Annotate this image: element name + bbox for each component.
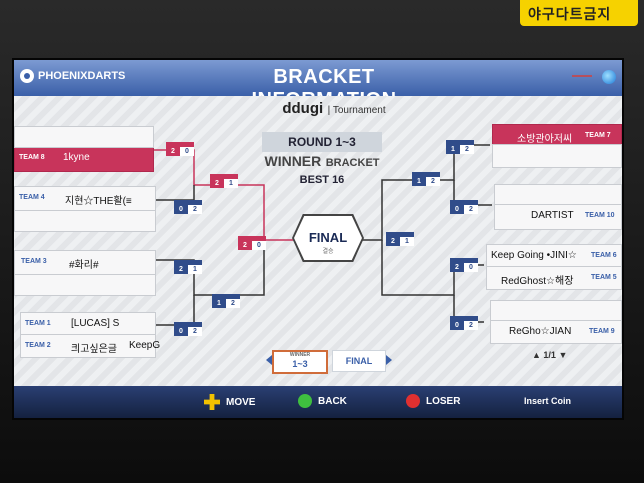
team-card-right-blank-2 (494, 184, 622, 206)
tab-next-icon[interactable] (386, 355, 392, 365)
warning-sticker: 야구다트금지 (520, 0, 638, 26)
team-id: TEAM 1 (25, 320, 51, 327)
tab-winner-1-3[interactable]: WINNER 1~3 (272, 350, 328, 374)
team-name: RedGhost☆해장 (501, 276, 574, 287)
sticker-text: 야구다트금지 (528, 6, 612, 22)
team-card-left-4[interactable]: TEAM 1 [LUCAS] S (20, 312, 156, 336)
team-name: 지현☆THE활(≡ (65, 196, 132, 207)
back-control[interactable]: BACK (298, 394, 347, 408)
loser-control[interactable]: LOSER (406, 394, 460, 408)
team-card-right-blank-1 (492, 144, 622, 168)
team-name: 킈고싶은글 (71, 344, 117, 355)
team-id: TEAM 8 (19, 154, 45, 161)
bracket-name: WINNER BRACKET (250, 153, 394, 171)
dpad-icon (204, 394, 220, 410)
tournament-title: ddugi | Tournament (254, 100, 414, 118)
tab-caption: WINNER (289, 352, 311, 358)
team-id: TEAM 10 (585, 212, 615, 219)
team-name: ReGho☆JIAN (509, 326, 572, 337)
team-card-left-1[interactable]: TEAM 8 1kyne (14, 146, 154, 172)
pagination[interactable]: ▲ 1/1 ▼ (532, 350, 568, 360)
team-id: TEAM 3 (21, 258, 47, 265)
team-card-left-5[interactable]: TEAM 2 킈고싶은글 KeepG (20, 334, 160, 358)
team-card-left-blank-3 (14, 274, 156, 296)
tournament-name: ddugi (282, 100, 324, 117)
red-button-icon (406, 394, 420, 408)
move-label: MOVE (226, 396, 256, 408)
insert-coin: Insert Coin (524, 396, 572, 406)
footer-bar: MOVE BACK LOSER Insert Coin (14, 386, 622, 418)
team-name: Keep Going •JINI☆ (491, 250, 577, 261)
tab-value: 1~3 (292, 359, 308, 369)
bracket-small: BRACKET (325, 157, 380, 169)
team-extra: KeepG (129, 340, 161, 351)
globe-icon (602, 70, 616, 84)
final-sub: 결승 (322, 249, 334, 255)
logo-text: PHOENIXDARTS (38, 70, 126, 82)
team-card-right-4[interactable]: RedGhost☆해장 TEAM 5 (486, 266, 622, 290)
team-id: TEAM 4 (19, 194, 45, 201)
bracket-big: WINNER (264, 153, 322, 169)
team-name: DARTIST (531, 210, 574, 221)
team-id: TEAM 6 (591, 252, 617, 259)
team-card-right-3[interactable]: Keep Going •JINI☆ TEAM 6 (486, 244, 622, 268)
back-label: BACK (318, 395, 347, 407)
team-card-right-1[interactable]: 소방관아저씨 TEAM 7 (492, 124, 622, 146)
tab-prev-icon[interactable] (266, 355, 272, 365)
final-node[interactable]: FINAL (294, 216, 362, 260)
green-button-icon (298, 394, 312, 408)
team-name: 소방관아저씨 (517, 134, 573, 145)
team-id: TEAM 5 (591, 274, 617, 281)
screen: PHOENIXDARTS BRACKET INFORMATION ddugi |… (12, 58, 624, 420)
best-label: BEST 16 (299, 174, 345, 186)
phoenix-logo-icon (20, 69, 34, 83)
team-name: [LUCAS] S (71, 318, 120, 329)
move-control[interactable]: MOVE (204, 394, 255, 410)
team-name: #화리# (69, 260, 99, 271)
team-card-right-blank-3 (490, 300, 622, 322)
team-card-right-5[interactable]: ReGho☆JIAN TEAM 9 (490, 320, 622, 344)
flag-icon (572, 75, 592, 83)
team-card-right-2[interactable]: DARTIST TEAM 10 (494, 204, 622, 230)
team-id: TEAM 2 (25, 342, 51, 349)
team-id: TEAM 7 (585, 132, 611, 139)
team-card-left-3[interactable]: TEAM 3 #화리# (14, 250, 156, 276)
team-id: TEAM 9 (589, 328, 615, 335)
team-card-left-blank-2 (14, 210, 156, 232)
team-name: 1kyne (63, 152, 90, 163)
loser-label: LOSER (426, 395, 461, 407)
logo: PHOENIXDARTS (20, 69, 125, 83)
tournament-type: | Tournament (327, 105, 386, 116)
team-card-left-blank-1 (14, 126, 154, 148)
tab-final[interactable]: FINAL (332, 350, 386, 372)
round-label: ROUND 1~3 (262, 132, 382, 152)
team-card-left-2[interactable]: TEAM 4 지현☆THE활(≡ (14, 186, 156, 212)
